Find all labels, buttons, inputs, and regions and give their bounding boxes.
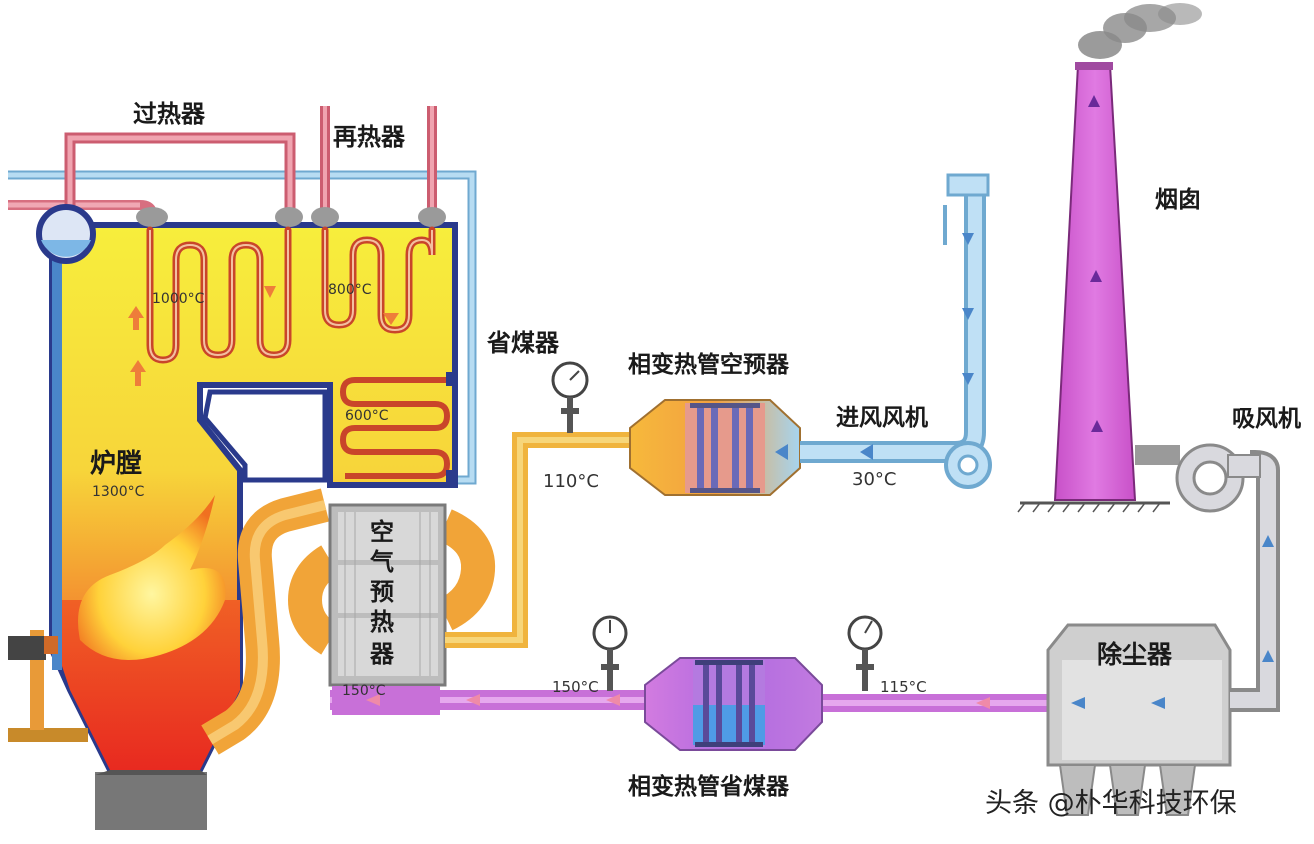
temp-reheater-zone: 800°C <box>328 282 372 298</box>
flame-icon <box>78 495 226 660</box>
pressure-gauge-icon <box>847 615 883 691</box>
temp-ambient-air: 30°C <box>852 469 896 490</box>
label-furnace: 炉膛 <box>90 449 142 479</box>
cold-air-duct <box>775 173 992 489</box>
smoke <box>1078 3 1202 59</box>
temp-superheater-zone: 1000°C <box>152 291 205 307</box>
air-preheater-char: 气 <box>369 548 394 576</box>
air-preheater-char: 预 <box>370 578 394 606</box>
temp-air-preheater-outlet: 150°C <box>342 683 386 699</box>
top-water-pipes <box>8 170 477 485</box>
temp-economizer-zone: 600°C <box>345 408 389 424</box>
label-superheater: 过热器 <box>133 100 206 128</box>
air-preheater-char: 器 <box>369 640 395 668</box>
label-phase-change-air-preheater: 相变热管空预器 <box>628 351 790 378</box>
chimney <box>1017 3 1202 513</box>
roof-headers <box>136 207 446 227</box>
phase-change-air-preheater <box>629 399 801 496</box>
phase-change-economizer <box>644 657 823 751</box>
air-preheater-char: 热 <box>370 608 394 636</box>
induced-draft-fan <box>1135 443 1261 513</box>
temp-air-preheater-gas-out: 110°C <box>543 471 599 492</box>
superheater-pipe <box>64 132 296 215</box>
flow-arrows-furnace <box>128 286 399 386</box>
flue-gas-duct <box>330 686 1050 715</box>
temp-furnace: 1300°C <box>92 484 145 500</box>
reheater-pipes <box>320 106 437 216</box>
warm-air-duct <box>445 432 635 648</box>
air-preheater-block <box>328 503 447 687</box>
label-air-preheater: 空 气 预 热 器 <box>369 518 395 668</box>
watermark: 头条 @朴华科技环保 <box>985 788 1237 819</box>
label-reheater: 再热器 <box>333 123 406 151</box>
pressure-gauge-icon <box>592 615 628 691</box>
label-induced-draft-fan: 吸风机 <box>1232 406 1301 432</box>
pressure-gauge-icon <box>551 361 589 433</box>
temp-economizer-inlet: 150°C <box>552 678 599 696</box>
economizer-coil <box>339 377 451 479</box>
burner <box>8 630 88 742</box>
label-chimney: 烟囱 <box>1155 186 1201 213</box>
label-dust-collector: 除尘器 <box>1097 640 1173 669</box>
label-economizer: 省煤器 <box>486 329 560 357</box>
label-phase-change-economizer: 相变热管省煤器 <box>628 773 790 800</box>
dust-collector <box>1046 623 1232 816</box>
temp-economizer-outlet: 115°C <box>880 678 927 696</box>
label-forced-draft-fan: 进风风机 <box>836 405 928 431</box>
furnace-body <box>49 222 458 830</box>
steam-drum <box>36 204 96 264</box>
air-preheater-char: 空 <box>370 518 394 546</box>
